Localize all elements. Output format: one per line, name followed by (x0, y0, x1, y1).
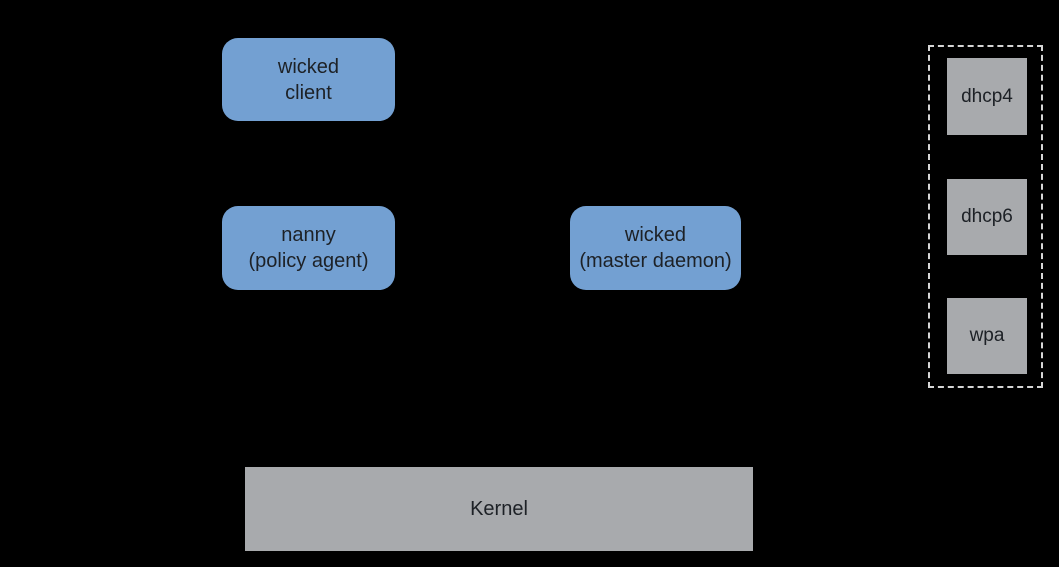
node-wicked-client-label-line1: wicked (277, 55, 340, 78)
node-dhcp4-label: dhcp4 (961, 85, 1013, 107)
node-wicked-client: wicked client (222, 38, 395, 121)
node-wpa: wpa (947, 298, 1027, 374)
node-dhcp4: dhcp4 (947, 58, 1027, 135)
node-kernel: Kernel (245, 467, 753, 551)
node-wicked-master-daemon: wicked (master daemon) (570, 206, 741, 290)
node-dhcp6-label: dhcp6 (961, 206, 1013, 227)
node-wicked-master-label-line2: (master daemon) (579, 250, 732, 272)
node-nanny-label-line1: nanny (281, 224, 336, 246)
node-dhcp6: dhcp6 (947, 179, 1027, 255)
node-wpa-label: wpa (969, 325, 1005, 346)
node-kernel-label: Kernel (470, 497, 528, 520)
node-nanny-label-line2: (policy agent) (248, 250, 369, 272)
supplicants-dashed-group: dhcp4 dhcp6 wpa (928, 45, 1043, 388)
node-wicked-master-label-line1: wicked (624, 224, 687, 246)
node-nanny-policy-agent: nanny (policy agent) (222, 206, 395, 290)
node-wicked-client-label-line2: client (285, 81, 332, 104)
